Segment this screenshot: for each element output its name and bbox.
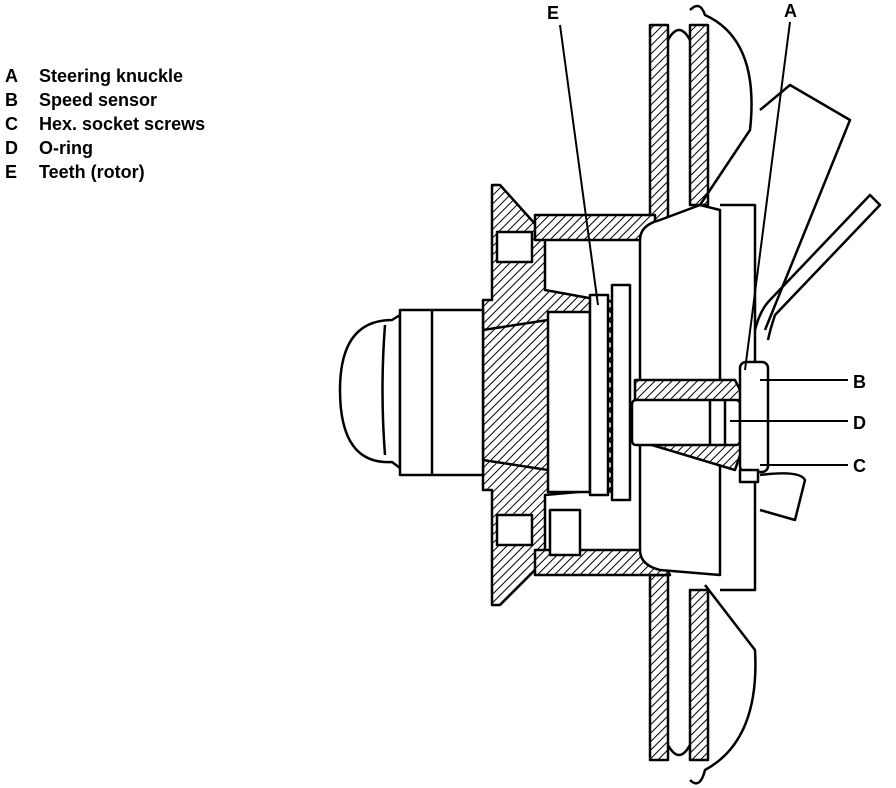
- legend-key: B: [5, 90, 18, 110]
- wheel-hub: [481, 183, 672, 607]
- brake-disc: [648, 4, 757, 785]
- callout-a: A: [784, 1, 797, 21]
- legend-key: C: [5, 114, 18, 134]
- legend-item: E Teeth (rotor): [5, 160, 205, 184]
- legend-item: A Steering knuckle: [5, 64, 205, 88]
- legend-item: C Hex. socket screws: [5, 112, 205, 136]
- leader-lines: [559, 21, 848, 466]
- legend-label: O-ring: [39, 138, 93, 158]
- legend-label: Hex. socket screws: [39, 114, 206, 134]
- callout-e: E: [547, 3, 559, 23]
- legend: A Steering knuckle B Speed sensor C Hex. so…: [5, 64, 205, 184]
- rotor-teeth: [588, 283, 632, 502]
- legend-item: B Speed sensor: [5, 88, 205, 112]
- callout-b: B: [853, 372, 866, 392]
- legend-label: Steering knuckle: [39, 66, 184, 86]
- legend-key: A: [5, 66, 18, 86]
- callout-d: D: [853, 413, 866, 433]
- legend-key: E: [5, 162, 18, 182]
- callout-c: C: [853, 456, 866, 476]
- legend-label: Teeth (rotor): [39, 162, 145, 182]
- legend-label: Speed sensor: [39, 90, 158, 110]
- dust-cap: [338, 308, 485, 477]
- steering-knuckle: [633, 83, 882, 592]
- legend-key: D: [5, 138, 18, 158]
- legend-item: D O-ring: [5, 136, 205, 160]
- speed-sensor: [738, 360, 770, 474]
